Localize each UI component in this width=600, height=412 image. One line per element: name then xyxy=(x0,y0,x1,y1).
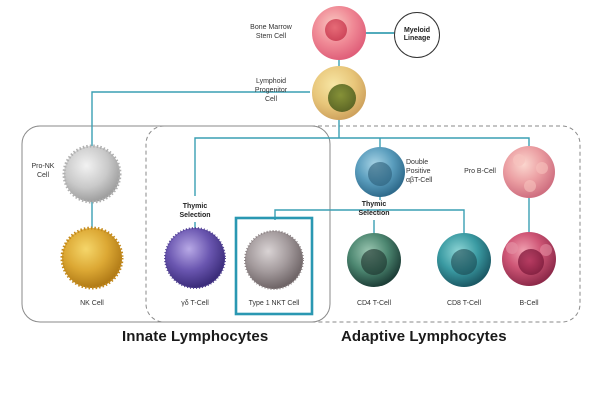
adaptive-group-outline xyxy=(145,125,581,323)
gd-t-cell xyxy=(164,227,226,289)
pro-b-cell xyxy=(503,146,555,198)
label-pro-b-cell: Pro B-Cell xyxy=(464,168,496,175)
myeloid-lineage-badge: Myeloid Lineage xyxy=(394,12,440,58)
adaptive-lymphocytes-heading: Adaptive Lymphocytes xyxy=(341,328,507,345)
label-gd-t-cell: γδ T-Cell xyxy=(181,300,209,307)
innate-lymphocytes-heading: Innate Lymphocytes xyxy=(122,328,269,345)
label-type-1-nkt-cell: Type 1 NKT Cell xyxy=(248,300,300,307)
innate-group-outline xyxy=(21,125,331,323)
connector-thymic-nkt-cd8 xyxy=(274,209,465,234)
label-double-positive-cell: Double Positive αβT-Cell xyxy=(406,159,433,184)
bone-marrow-stem-cell xyxy=(312,6,366,60)
nkt-highlight-box xyxy=(234,216,314,316)
cd4-t-cell xyxy=(347,233,401,287)
label-nk-cell: NK Cell xyxy=(80,300,104,307)
b-cell xyxy=(502,232,556,286)
label-cd4-t-cell: CD4 T-Cell xyxy=(356,300,392,307)
connector-trunk-branches xyxy=(194,137,530,196)
label-myeloid-lineage: Myeloid Lineage xyxy=(403,27,431,42)
pro-nk-cell xyxy=(62,144,122,204)
label-bone-marrow-stem-cell: Bone Marrow Stem Cell xyxy=(250,24,292,40)
lymphoid-progenitor-cell xyxy=(312,66,366,120)
label-cd8-t-cell: CD8 T-Cell xyxy=(446,300,482,307)
connector-lymphoid-pronk xyxy=(91,91,310,150)
double-positive-cell xyxy=(355,147,405,197)
label-thymic-selection-right: Thymic Selection xyxy=(358,201,390,217)
cd8-t-cell xyxy=(437,233,491,287)
label-lymphoid-progenitor-cell: Lymphoid Progenitor Cell xyxy=(254,78,288,103)
connector-lines xyxy=(91,32,530,234)
nk-cell xyxy=(60,226,124,290)
label-b-cell: B-Cell xyxy=(519,300,539,307)
type-1-nkt-cell xyxy=(244,230,304,290)
label-thymic-selection-left: Thymic Selection xyxy=(179,203,211,219)
label-pro-nk-cell: Pro-NK Cell xyxy=(31,163,55,179)
